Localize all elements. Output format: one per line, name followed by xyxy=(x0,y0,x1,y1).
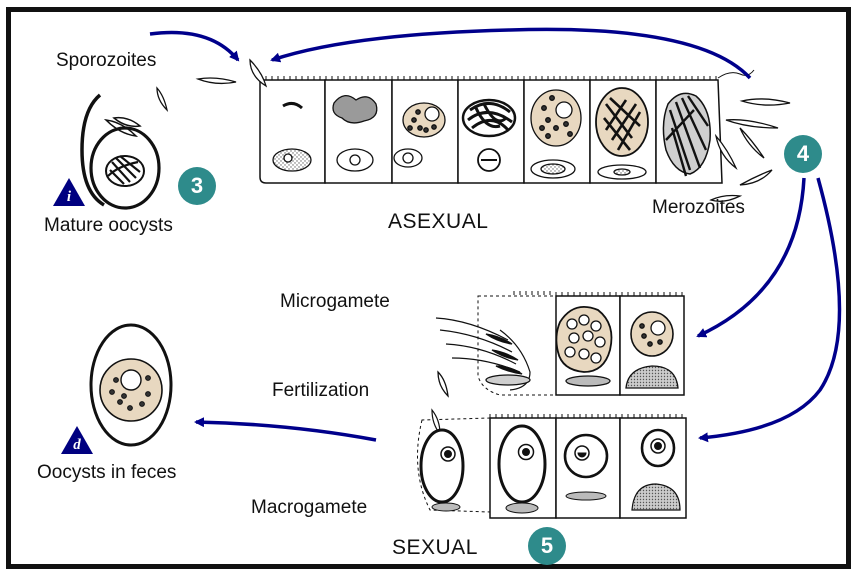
label-mature-oocysts: Mature oocysts xyxy=(44,215,173,237)
step-3-badge: 3 xyxy=(178,167,216,205)
label-fertilization: Fertilization xyxy=(272,380,369,402)
infective-stage-letter: i xyxy=(52,189,86,205)
label-macrogamete: Macrogamete xyxy=(251,497,367,519)
diagnostic-stage-letter: d xyxy=(60,437,94,453)
label-oocysts-in-feces: Oocysts in feces xyxy=(37,462,176,484)
step-4-badge: 4 xyxy=(784,135,822,173)
label-sporozoites: Sporozoites xyxy=(56,50,156,72)
infective-stage-marker-icon: i xyxy=(52,177,86,207)
label-asexual: ASEXUAL xyxy=(388,211,488,233)
label-merozoites: Merozoites xyxy=(652,197,745,219)
label-sexual: SEXUAL xyxy=(392,537,478,559)
label-microgamete: Microgamete xyxy=(280,291,390,313)
step-5-badge: 5 xyxy=(528,527,566,565)
diagram-border xyxy=(6,7,851,569)
diagnostic-stage-marker-icon: d xyxy=(60,425,94,455)
